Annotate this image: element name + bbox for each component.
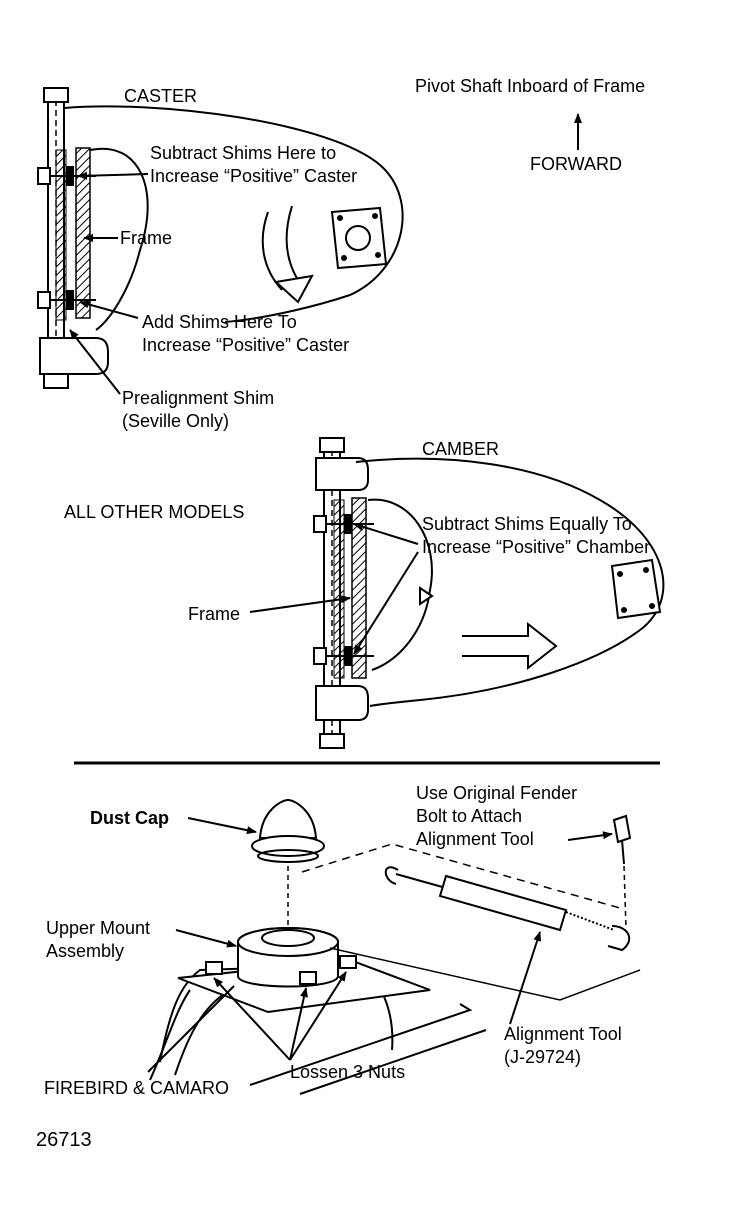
all-other-models-label: ALL OTHER MODELS (64, 502, 244, 522)
lossen-nuts-label: Lossen 3 Nuts (290, 1062, 405, 1082)
caster-top-nut (43, 87, 69, 103)
camber-top-nut (319, 437, 345, 453)
firebird-diagram (147, 798, 641, 1095)
caster-bushing (39, 337, 109, 375)
caster-add-label-2: Increase “Positive” Caster (142, 335, 349, 355)
caster-frame (75, 147, 91, 319)
camber-subtract-label-1: Subtract Shims Equally To (422, 514, 632, 534)
caster-add-label-1: Add Shims Here To (142, 312, 297, 332)
camber-subtract-label-2: Increase “Positive” Chamber (422, 537, 650, 557)
caster-lower-bolt (37, 291, 51, 309)
caster-lower-shim (66, 290, 74, 310)
tool-hook (384, 866, 399, 885)
dust-cap-label: Dust Cap (90, 808, 169, 828)
caster-upper-shim (66, 166, 74, 186)
caster-diagram (37, 87, 404, 395)
camber-title: CAMBER (422, 439, 499, 459)
forward-label: FORWARD (530, 154, 622, 174)
upper-mount-label-1: Upper Mount (46, 918, 150, 938)
camber-frame-label: Frame (188, 604, 240, 624)
fender-bolt-label-2: Bolt to Attach (416, 806, 522, 826)
prealign-label-1: Prealignment Shim (122, 388, 274, 408)
dust-cap (258, 798, 318, 839)
pivot-shaft-label: Pivot Shaft Inboard of Frame (415, 76, 645, 96)
caster-rotation-arrow (261, 211, 283, 291)
firebird-camaro-label: FIREBIRD & CAMARO (44, 1078, 229, 1098)
alignment-tool (438, 874, 568, 932)
caster-frame-label: Frame (120, 228, 172, 248)
caster-upper-bolt (37, 167, 51, 185)
caster-subtract-label-1: Subtract Shims Here to (150, 143, 336, 163)
alignment-tool-label-2: (J-29724) (504, 1047, 581, 1067)
camber-lower-shim (344, 646, 352, 666)
fender-bolt-label-1: Use Original Fender (416, 783, 577, 803)
camber-diagram (249, 437, 665, 749)
strut-tower (159, 963, 394, 1063)
caster-control-arm (63, 105, 404, 323)
alignment-tool-label-1: Alignment Tool (504, 1024, 622, 1044)
caster-ball-joint-plate (330, 206, 388, 270)
camber-control-arm (355, 457, 665, 707)
fender-bolt-label-3: Alignment Tool (416, 829, 534, 849)
prealign-label-2: (Seville Only) (122, 411, 229, 431)
camber-bottom-nut (319, 733, 345, 749)
caster-subtract-label-2: Increase “Positive” Caster (150, 166, 357, 186)
camber-direction-arrow (462, 621, 558, 671)
caster-title: CASTER (124, 86, 197, 106)
camber-upper-bushing (315, 457, 369, 491)
caster-bottom-nut (43, 373, 69, 389)
camber-lower-bushing (315, 685, 369, 721)
camber-upper-shim (344, 514, 352, 534)
figure-number: 26713 (36, 1129, 92, 1151)
camber-ball-joint-plate (610, 558, 662, 620)
fender-bolt-icon (612, 814, 632, 844)
camber-frame (351, 497, 367, 679)
upper-mount-label-2: Assembly (46, 941, 124, 961)
